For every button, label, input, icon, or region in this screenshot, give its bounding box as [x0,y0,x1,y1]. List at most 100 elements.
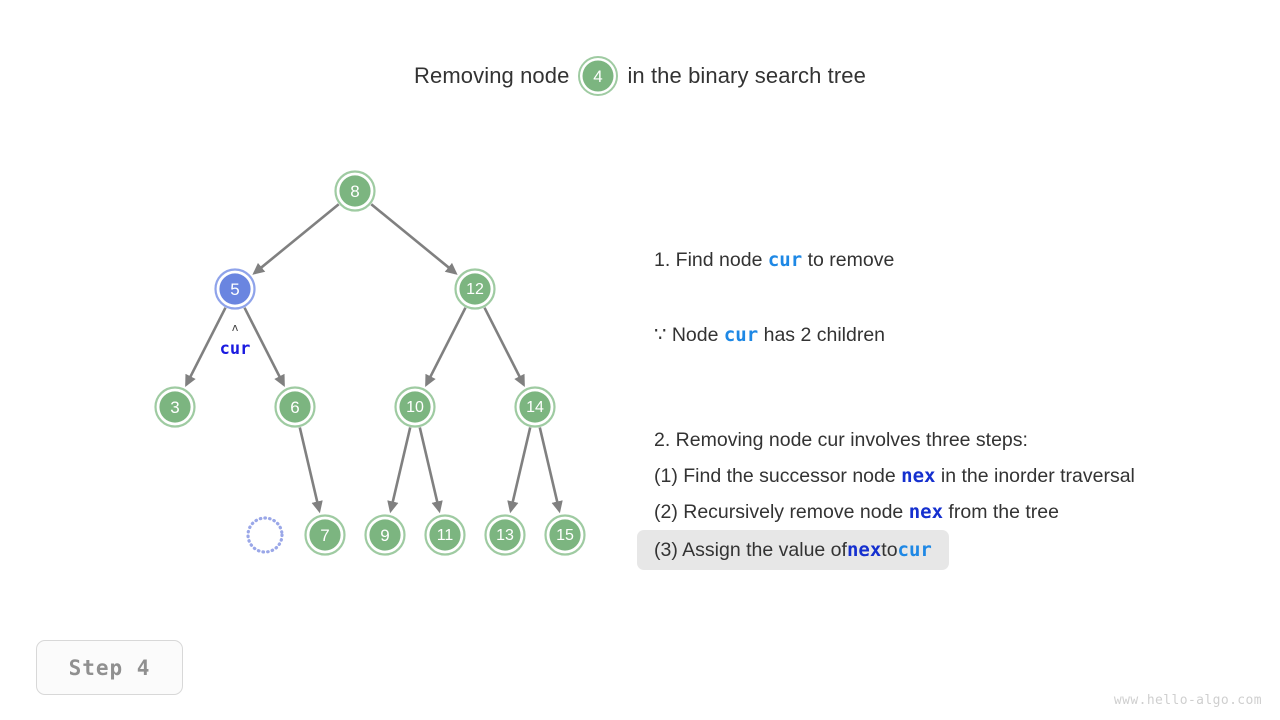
tree-edge-n14-n15 [538,427,563,514]
tree-nodes: 8 5 12 3 6 10 14 7 9 11 13 15 [154,170,586,556]
node-fill [399,391,431,423]
line6-keyword-nex: nex [846,539,882,561]
explain-line-4: (1) Find the successor node nex in the i… [637,461,1267,493]
node-value: 13 [496,527,514,544]
tree-edge-n14-n13 [507,427,532,514]
title-node-badge: 4 [578,56,619,96]
tree-node-10: 10 [394,386,436,428]
node-fill [549,519,581,551]
line1-pre: 1. Find node [654,249,768,272]
line6-keyword-cur: cur [897,539,932,561]
node-ring [424,514,466,556]
node-ring [334,170,376,212]
line5-pre: (2) Recursively remove node [654,501,909,524]
line5-post: from the tree [943,501,1059,524]
node-value: 15 [556,527,574,544]
node-fill [159,391,191,423]
tree-edge-n10-n11 [418,427,443,514]
explain-line-6: (3) Assign the value of nex to cur [637,530,1267,570]
step-badge: Step 4 [36,640,183,695]
line5-keyword-nex: nex [908,501,944,524]
node-fill [309,519,341,551]
node-ring [394,386,436,428]
tree-edge-n5-n3 [185,307,227,388]
explain-line-2: ∵ Node cur has 2 children [637,320,1267,352]
node-fill [459,273,491,305]
node-value: 12 [466,281,484,298]
pointer-label: cur [220,339,251,359]
pointer-cur: ʌ cur [220,321,251,359]
line1-post: to remove [802,249,895,272]
tree-node-11: 11 [424,514,466,556]
node-fill [339,175,371,207]
node-ring [544,514,586,556]
line4-keyword-nex: nex [901,465,936,488]
explain-line-3: 2. Removing node cur involves three step… [637,425,1267,457]
explain-line-1: 1. Find node cur to remove [637,245,1267,277]
tree-node-9: 9 [364,514,406,556]
highlighted-step-box: (3) Assign the value of nex to cur [637,530,949,570]
node-ring [304,514,346,556]
tree-node-7: 7 [304,514,346,556]
tree-node-13: 13 [484,514,526,556]
node-ring [578,56,619,96]
node-fill [279,391,311,423]
node-value: 7 [320,526,329,545]
tree-node-5: 5 [214,268,256,310]
node-value: 6 [290,398,299,417]
node-fill [429,519,461,551]
tree-edge-n5-n6 [243,307,285,388]
node-value: 5 [230,280,239,299]
node-value: 14 [526,399,544,416]
tree-edges [185,203,563,514]
line6-mid: to [881,538,898,561]
node-fill [369,519,401,551]
binary-search-tree-diagram: 8 5 12 3 6 10 14 7 9 11 13 15 ʌ cur [154,170,586,556]
explain-line-5: (2) Recursively remove node nex from the… [637,497,1267,529]
node-fill [219,273,251,305]
line4-post: in the inorder traversal [935,465,1135,488]
step-badge-label: Step 4 [68,655,151,680]
watermark: www.hello-algo.com [1113,693,1262,708]
node-ring [154,386,196,428]
tree-edge-n10-n9 [387,427,412,514]
tree-node-3: 3 [154,386,196,428]
tree-pointers: ʌ cur [220,321,251,359]
node-value: 3 [170,398,179,417]
line1-keyword-cur: cur [767,249,803,272]
line2-keyword-cur: cur [723,324,759,347]
tree-node-6: 6 [274,386,316,428]
node-value: 8 [350,182,359,201]
tree-node-12: 12 [454,268,496,310]
node-ring [364,514,406,556]
node-ring [214,268,256,310]
title-node-value: 4 [594,67,603,86]
title-node-svg: 4 [578,56,619,96]
line3-text: 2. Removing node cur involves three step… [654,429,1028,452]
node-fill [519,391,551,423]
node-value: 11 [437,527,454,544]
node-value: 9 [380,526,389,545]
node-ring [274,386,316,428]
node-fill [489,519,521,551]
spacer-3 [637,389,1267,425]
node-value: 10 [406,399,424,416]
line6-pre: (3) Assign the value of [654,538,847,561]
tree-edge-n8-n12 [370,203,458,275]
line2-pre: ∵ Node [654,324,724,347]
node-fill [582,60,614,92]
node-ring [454,268,496,310]
node-ring [484,514,526,556]
tree-edge-n12-n14 [483,307,525,388]
page-title: Removing node 4 in the binary search tre… [0,56,1280,96]
line2-post: has 2 children [758,324,886,347]
title-prefix: Removing node [414,63,570,88]
title-suffix: in the binary search tree [627,63,866,88]
spacer-2 [637,352,1267,389]
pointer-caret-icon: ʌ [232,321,239,334]
empty-node-outline [246,516,284,554]
tree-node-empty [246,516,284,554]
tree-node-8: 8 [334,170,376,212]
explanation-panel: 1. Find node cur to remove ∵ Node cur ha… [637,245,1267,570]
tree-edge-n6-n7 [298,427,323,514]
